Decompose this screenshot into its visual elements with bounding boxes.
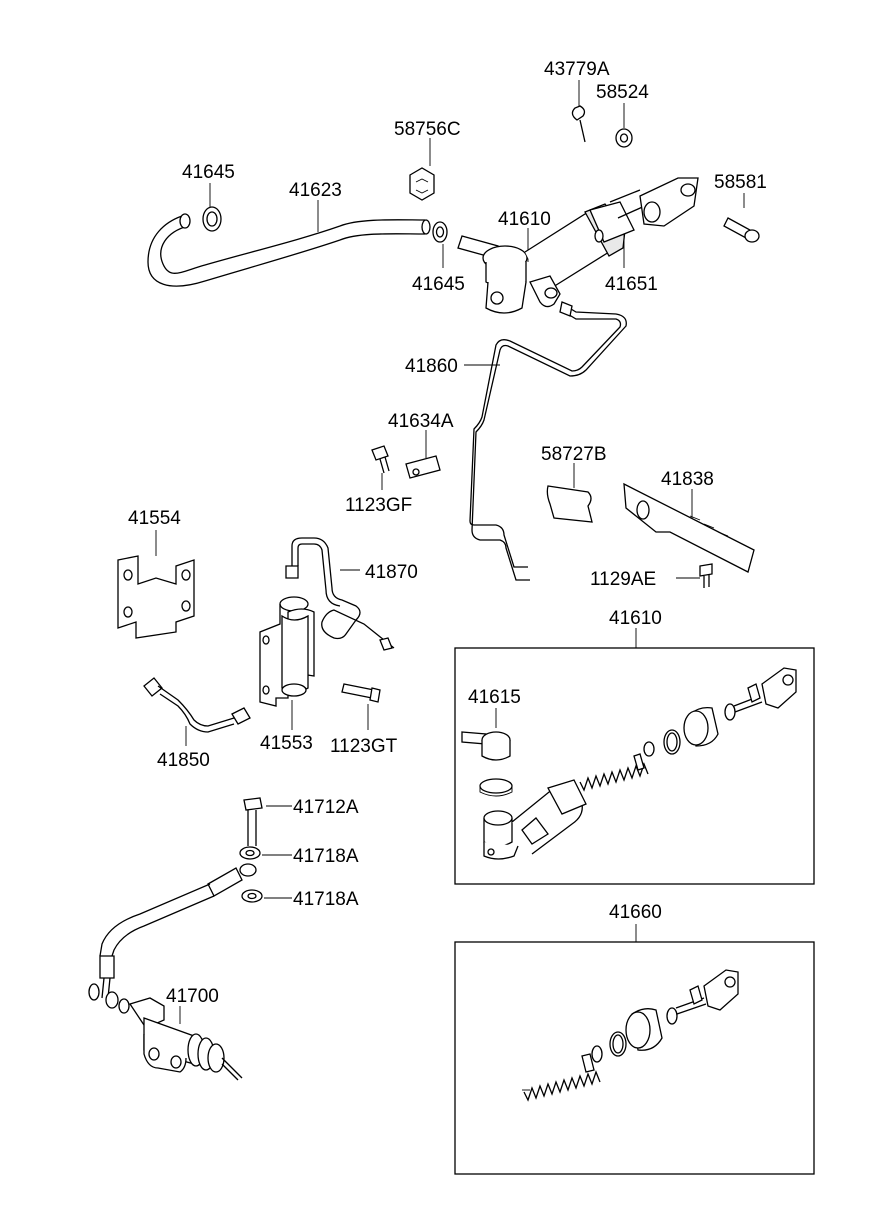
- small-seals-part: [88, 983, 130, 1014]
- label-41660: 41660: [609, 902, 662, 923]
- label-41838: 41838: [661, 469, 714, 490]
- bolt-part: [371, 445, 390, 490]
- repair-kit-exploded: [522, 969, 739, 1102]
- label-58581: 58581: [714, 172, 767, 193]
- tube-bracket-part: [623, 482, 755, 573]
- label-41718A-a: 41718A: [293, 846, 359, 867]
- washer-part: [615, 103, 633, 148]
- label-41623: 41623: [289, 180, 342, 201]
- release-hose-part: [99, 863, 257, 999]
- retaining-clip-part: [546, 463, 593, 523]
- label-41860: 41860: [405, 356, 458, 377]
- label-58756C: 58756C: [394, 119, 461, 140]
- master-cylinder-exploded: [461, 667, 797, 860]
- hose-clip-part: [409, 138, 435, 201]
- clevis-yoke-part: [639, 177, 699, 227]
- label-41610-box: 41610: [609, 608, 662, 629]
- label-41850: 41850: [157, 750, 210, 771]
- gasket-part-2: [241, 889, 292, 903]
- release-cylinder-part: [128, 997, 243, 1081]
- label-1123GF: 1123GF: [345, 495, 412, 516]
- label-41553: 41553: [260, 733, 313, 754]
- label-41700: 41700: [166, 986, 219, 1007]
- reservoir-hose-part: [147, 200, 431, 287]
- clevis-pin-part: [723, 193, 760, 243]
- gasket-part: [239, 846, 292, 860]
- clutch-master-cylinder-part: [457, 189, 659, 314]
- label-41651: 41651: [605, 274, 658, 295]
- label-1129AE: 1129AE: [590, 569, 656, 590]
- damper-bolt-part: [341, 683, 381, 730]
- screw-part: [676, 563, 713, 588]
- label-58727B: 58727B: [541, 444, 607, 465]
- label-1123GT: 1123GT: [330, 736, 398, 757]
- hose-clamp-part-2: [432, 221, 448, 268]
- label-41870: 41870: [365, 562, 418, 583]
- damper-hose-part: [143, 677, 251, 746]
- tube-bracket-clip-part: [405, 430, 441, 479]
- hose-clamp-part: [202, 183, 222, 232]
- label-41610-top: 41610: [498, 209, 551, 230]
- label-41554: 41554: [128, 508, 181, 529]
- label-58524: 58524: [596, 82, 649, 103]
- label-41718A-b: 41718A: [293, 889, 359, 910]
- label-41615: 41615: [468, 687, 521, 708]
- clutch-damper-part: [259, 596, 315, 730]
- clutch-tube-part: [464, 301, 627, 581]
- label-41645-mid: 41645: [412, 274, 465, 295]
- label-43779A: 43779A: [544, 59, 610, 80]
- damper-tube-part: [285, 537, 395, 651]
- label-41712A: 41712A: [293, 797, 359, 818]
- master-cylinder-kit-box: [454, 647, 815, 885]
- label-41645-top: 41645: [182, 162, 235, 183]
- damper-bracket-part: [117, 530, 195, 639]
- eye-bolt-part: [243, 797, 292, 846]
- repair-kit-box: [454, 941, 815, 1175]
- cotter-pin-part: [571, 80, 586, 143]
- label-41634A: 41634A: [388, 411, 454, 432]
